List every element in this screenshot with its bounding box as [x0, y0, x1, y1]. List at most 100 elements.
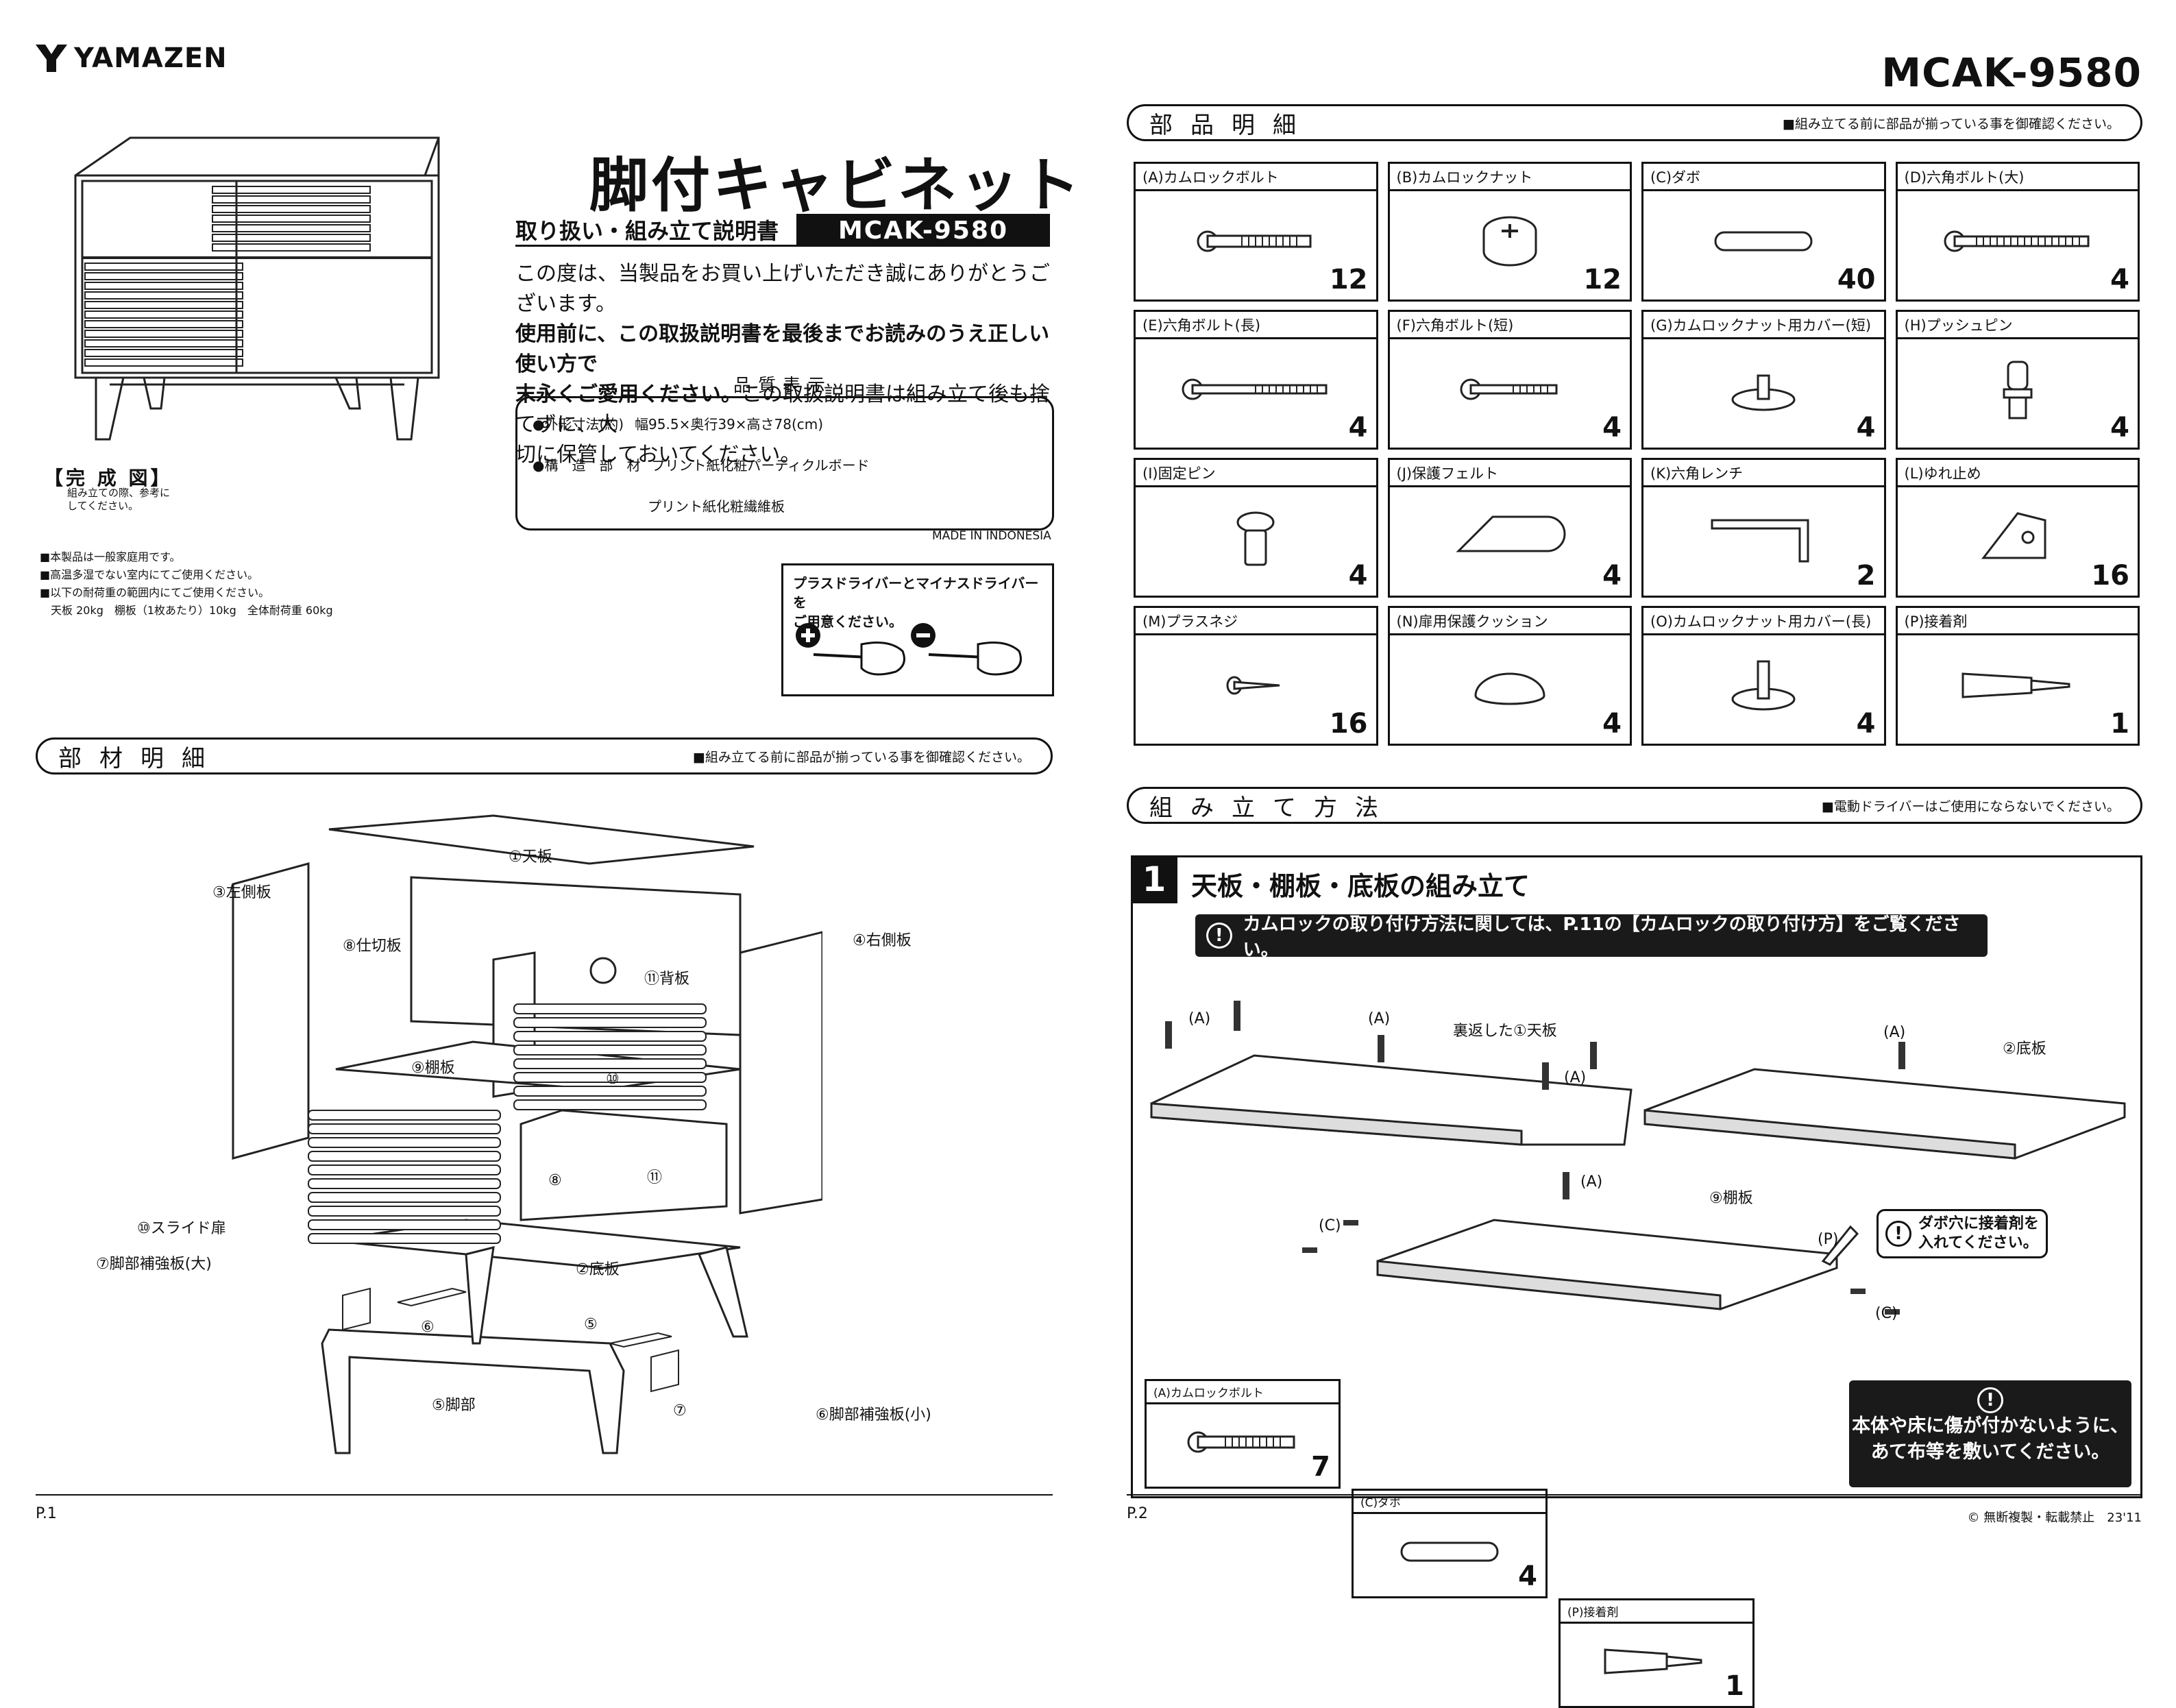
caution-icon-row: ! [1849, 1387, 2131, 1413]
panel-label-leg-brace-small: ⑥脚部補強板(小) [816, 1406, 931, 1424]
yamazen-logo-icon [36, 45, 67, 72]
part-qty: 12 [1583, 264, 1622, 295]
part-cell-cam-nut: (B)カムロックナット 12 [1387, 162, 1632, 302]
step-part-cam-bolt: (A)カムロックボルト 7 [1145, 1379, 1341, 1489]
part-cell-hex-bolt-long: (E)六角ボルト(長)4 [1134, 310, 1378, 450]
part-cell-cover-short: (G)カムロックナット用カバー(短)4 [1641, 310, 1886, 450]
panel-label-back: ⑪背板 [644, 971, 690, 988]
subtitle: 取り扱い・組み立て説明書 [515, 214, 796, 247]
part-label: (A)カムロックボルト [1136, 164, 1376, 191]
quality-material-row: ●構 造 部 材 プリント紙化粧パーティクルボード [533, 454, 870, 474]
intro-line: 末永くご愛用ください。この取扱説明書は組み立て後も捨てずに、大 [515, 380, 1064, 440]
quality-material-label: ●構 造 部 材 [533, 457, 641, 474]
page-rule-left [36, 1494, 1053, 1496]
intro-line: この度は、当製品をお買い上げいただき誠にありがとうございます。 [515, 262, 1050, 316]
step-label-top-board: 裏返した①天板 [1453, 1023, 1557, 1040]
hex-bolt-long-icon [1180, 372, 1331, 409]
assembly-section-header: 組み立て方法 ■電動ドライバーはご使用にならないでください。 [1127, 787, 2142, 824]
glue-note-line: 入れてください。 [1918, 1234, 2038, 1252]
quality-title: 品質表示 [733, 376, 833, 396]
panel-label-shelf: ⑨棚板 [411, 1060, 455, 1077]
complete-note-line: してください。 [67, 500, 139, 512]
materials-section-header: 部材明細 ■組み立てる前に部品が揃っている事を御確認ください。 [36, 737, 1053, 774]
note-line: ■以下の耐荷重の範囲内にてご使用ください。 [40, 586, 270, 599]
part-cell-fix-pin: (I)固定ピン 4 [1134, 458, 1378, 598]
panel-label-back-num: ⑪ [647, 1169, 663, 1186]
glue-note-text: ダボ穴に接着剤を 入れてください。 [1918, 1215, 2039, 1253]
step-label-bottom-board: ②底板 [2003, 1040, 2046, 1058]
subtitle-row: 取り扱い・組み立て説明書 MCAK-9580 [515, 214, 1050, 247]
part-qty: 16 [2091, 560, 2129, 591]
part-label: (H)プッシュピン [1897, 312, 2138, 339]
quality-size-value: 幅95.5×奥行39×高さ78(cm) [635, 416, 824, 432]
note-line: 天板 20kg 棚板（1枚あたり）10kg 全体耐荷重 60kg [51, 604, 333, 617]
part-label: (G)カムロックナット用カバー(短) [1643, 312, 1884, 339]
brand-name: YAMAZEN [74, 42, 228, 74]
part-cell-hex-wrench: (K)六角レンチ 2 [1641, 458, 1886, 598]
part-qty: 40 [1837, 264, 1876, 295]
part-cell-push-pin: (H)プッシュピン 4 [1895, 310, 2140, 450]
part-cell-long-bolt: (D)六角ボルト(大)4 [1895, 162, 2140, 302]
part-cell-felt: (J)保護フェルト 4 [1387, 458, 1632, 598]
exclamation-icon: ! [1206, 923, 1232, 949]
caution-line: あて布等を敷いてください。 [1870, 1441, 2110, 1463]
part-cell-dowel: (C)ダボ 40 [1641, 162, 1886, 302]
step-label-p: (P) [1818, 1231, 1839, 1248]
part-label: (B)カムロックナット [1389, 164, 1630, 191]
panel-label-leg: ⑤脚部 [432, 1397, 476, 1414]
part-qty: 4 [1602, 560, 1622, 591]
complete-drawing-note: 組み立ての際、参考に してください。 [67, 487, 191, 513]
cam-bolt-icon [1187, 1431, 1295, 1453]
long-bolt-icon [1942, 224, 2093, 261]
quality-material-row-2: プリント紙化粧繊維板 [648, 496, 785, 515]
part-qty: 16 [1329, 708, 1368, 740]
part-label: (F)六角ボルト(短) [1389, 312, 1630, 339]
part-label: (I)固定ピン [1136, 460, 1376, 487]
parts-section-header: 部品明細 ■組み立てる前に部品が揃っている事を御確認ください。 [1127, 104, 2142, 141]
quality-box: ●外形寸法(約) 幅95.5×奥行39×高さ78(cm) ●構 造 部 材 プリ… [515, 396, 1054, 530]
step-part-glue: (P)接着剤 1 [1558, 1598, 1755, 1708]
complete-drawing-label: 【完 成 図】 [44, 467, 173, 489]
panel-label-divider-num: ⑧ [548, 1172, 562, 1189]
section-note: ■電動ドライバーはご使用にならないでください。 [1821, 798, 2120, 814]
driver-note-box: プラスドライバーとマイナスドライバーを ご用意ください。 [781, 563, 1054, 696]
screw-icon [1225, 668, 1286, 705]
part-label: (J)保護フェルト [1389, 460, 1630, 487]
part-qty: 4 [1856, 708, 1876, 740]
part-qty: 2 [1856, 560, 1876, 591]
caution-line: 本体や床に傷が付かないように、 [1852, 1415, 2129, 1437]
page-rule-right [1127, 1494, 2142, 1496]
step-1-diagram [1150, 1001, 2126, 1315]
step-label-a: (A) [1564, 1069, 1587, 1086]
cushion-icon [1469, 661, 1551, 712]
part-qty: 4 [2110, 412, 2129, 443]
intro-line: 切に保管しておいてください。 [515, 443, 801, 467]
panel-label-divider: ⑧仕切板 [343, 938, 402, 955]
exploded-view-diagram [232, 814, 822, 1454]
quality-size-label: ●外形寸法(約) [533, 416, 624, 432]
part-cell-hex-bolt-short: (F)六角ボルト(短)4 [1387, 310, 1632, 450]
part-label: (P)接着剤 [1561, 1600, 1752, 1624]
quality-material-value: プリント紙化粧パーティクルボード [651, 457, 870, 474]
part-label: (C)ダボ [1643, 164, 1884, 191]
fix-pin-icon [1232, 503, 1280, 574]
dowel-icon [1400, 1541, 1499, 1562]
product-title: 脚付キャビネット [589, 151, 1083, 220]
step-label-c: (C) [1875, 1305, 1898, 1322]
part-label: (K)六角レンチ [1643, 460, 1884, 487]
camlock-warning: ! カムロックの取り付け方法に関しては、P.11の【カムロックの取り付け方】をご… [1195, 914, 1988, 960]
part-qty: 4 [1348, 560, 1368, 591]
bracket-icon [1977, 507, 2059, 571]
subtitle-model: MCAK-9580 [796, 214, 1050, 247]
panel-label-bottom: ②底板 [576, 1261, 620, 1278]
intro-text: この度は、当製品をお買い上げいただき誠にありがとうございます。 使用前に、この取… [515, 259, 1064, 470]
exclamation-icon: ! [1885, 1221, 1911, 1247]
part-qty: 4 [1348, 412, 1368, 443]
step-number: 1 [1131, 855, 1177, 903]
step-label-shelf: ⑨棚板 [1709, 1190, 1753, 1207]
step-label-c: (C) [1319, 1217, 1341, 1234]
step-label-a: (A) [1368, 1010, 1391, 1027]
